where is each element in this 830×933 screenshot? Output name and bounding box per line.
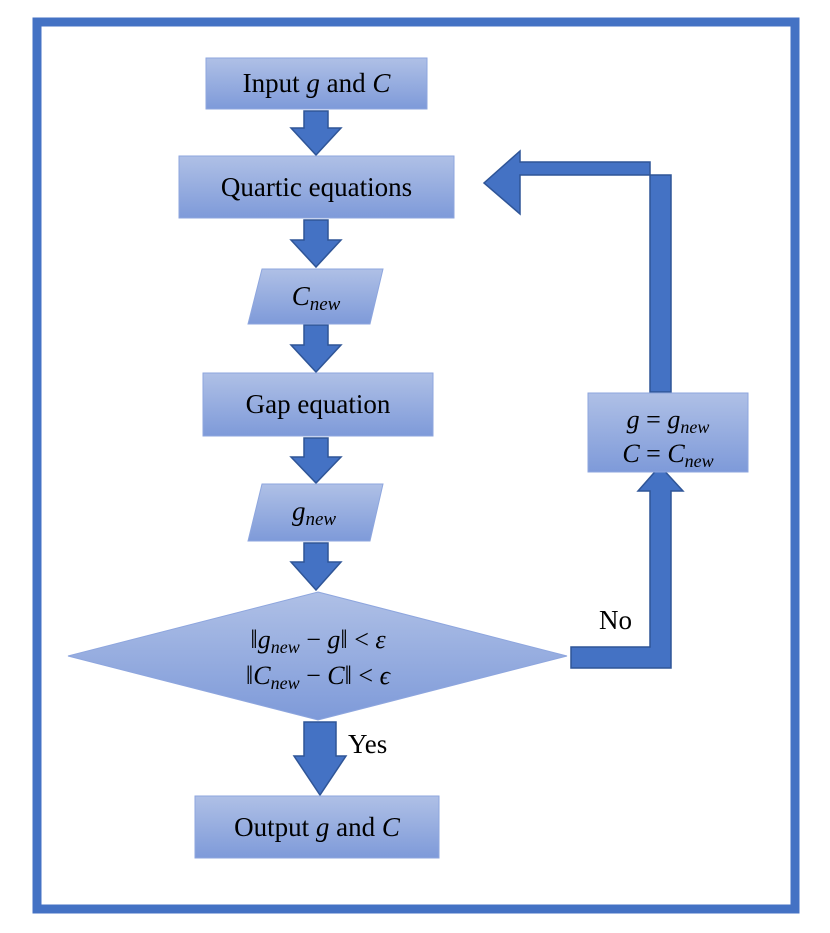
arrow-input-to-quartic bbox=[289, 110, 343, 157]
yes-label: Yes bbox=[348, 729, 387, 759]
outer-frame bbox=[32, 17, 800, 914]
gap-label: Gap equation bbox=[246, 389, 391, 419]
node-c-new: Cnew bbox=[247, 268, 384, 325]
arrow-no-to-update bbox=[570, 464, 685, 669]
update-line-2: C = Cnew bbox=[622, 439, 713, 471]
no-label: No bbox=[599, 605, 632, 635]
quartic-label: Quartic equations bbox=[221, 172, 412, 202]
arrow-update-to-quartic bbox=[482, 149, 672, 393]
condition-line-2: ‖Cnew − C‖ < ϵ bbox=[246, 661, 392, 693]
arrow-cnew-to-gap bbox=[289, 324, 343, 374]
node-update: g = gnew C = Cnew bbox=[587, 392, 749, 473]
node-quartic-equations: Quartic equations bbox=[178, 155, 455, 219]
flow-arrows bbox=[289, 110, 685, 797]
input-label: Input g and C bbox=[243, 68, 392, 98]
arrow-gnew-to-condition bbox=[289, 542, 343, 592]
arrow-gap-to-gnew bbox=[289, 437, 343, 485]
node-gap-equation: Gap equation bbox=[202, 372, 434, 437]
arrow-condition-to-output bbox=[292, 721, 348, 797]
node-output: Output g and C bbox=[194, 795, 440, 859]
condition-line-1: ‖gnew − g‖ < ε bbox=[250, 625, 386, 657]
output-label: Output g and C bbox=[234, 812, 401, 842]
c-new-label: Cnew bbox=[292, 281, 341, 315]
update-line-1: g = gnew bbox=[627, 405, 710, 437]
arrow-quartic-to-cnew bbox=[289, 219, 343, 269]
node-input: Input g and C bbox=[205, 57, 428, 110]
node-condition: ‖gnew − g‖ < ε ‖Cnew − C‖ < ϵ bbox=[67, 591, 568, 721]
g-new-label: gnew bbox=[292, 496, 336, 530]
node-g-new: gnew bbox=[247, 483, 384, 542]
